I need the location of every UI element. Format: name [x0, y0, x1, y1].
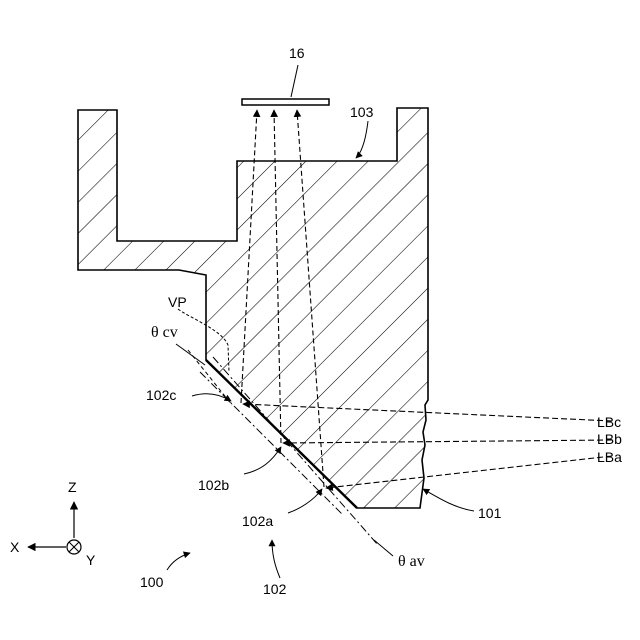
leader-103: [356, 121, 368, 158]
label-103: 103: [350, 104, 374, 120]
label-lbb: LBb: [597, 431, 622, 447]
label-axis-z: Z: [68, 479, 77, 495]
label-102a: 102a: [242, 513, 273, 529]
optical-body: [78, 108, 428, 508]
label-lbc: LBc: [597, 414, 621, 430]
leader-102a: [288, 489, 322, 513]
sensor-leader: [291, 65, 298, 97]
label-100: 100: [140, 574, 164, 590]
axes-indicator: [28, 502, 81, 554]
label-theta-av: θ av: [398, 553, 425, 570]
label-102b: 102b: [198, 477, 229, 493]
label-theta-cv: θ cv: [151, 324, 178, 341]
leader-101: [423, 489, 474, 511]
label-101: 101: [478, 505, 502, 521]
label-16: 16: [289, 45, 305, 61]
sensor-16: [242, 99, 329, 105]
leader-102: [272, 540, 280, 578]
leader-100: [167, 553, 190, 570]
label-102: 102: [263, 581, 287, 597]
label-vp: VP: [168, 294, 187, 310]
leader-102c: [192, 394, 231, 401]
label-102c: 102c: [146, 387, 176, 403]
leader-theta-av: [374, 540, 393, 556]
leader-theta-cv: [176, 344, 205, 365]
leader-102b: [244, 447, 281, 474]
label-axis-y: Y: [86, 552, 96, 568]
label-lba: LBa: [597, 449, 622, 465]
label-axis-x: X: [10, 539, 20, 555]
